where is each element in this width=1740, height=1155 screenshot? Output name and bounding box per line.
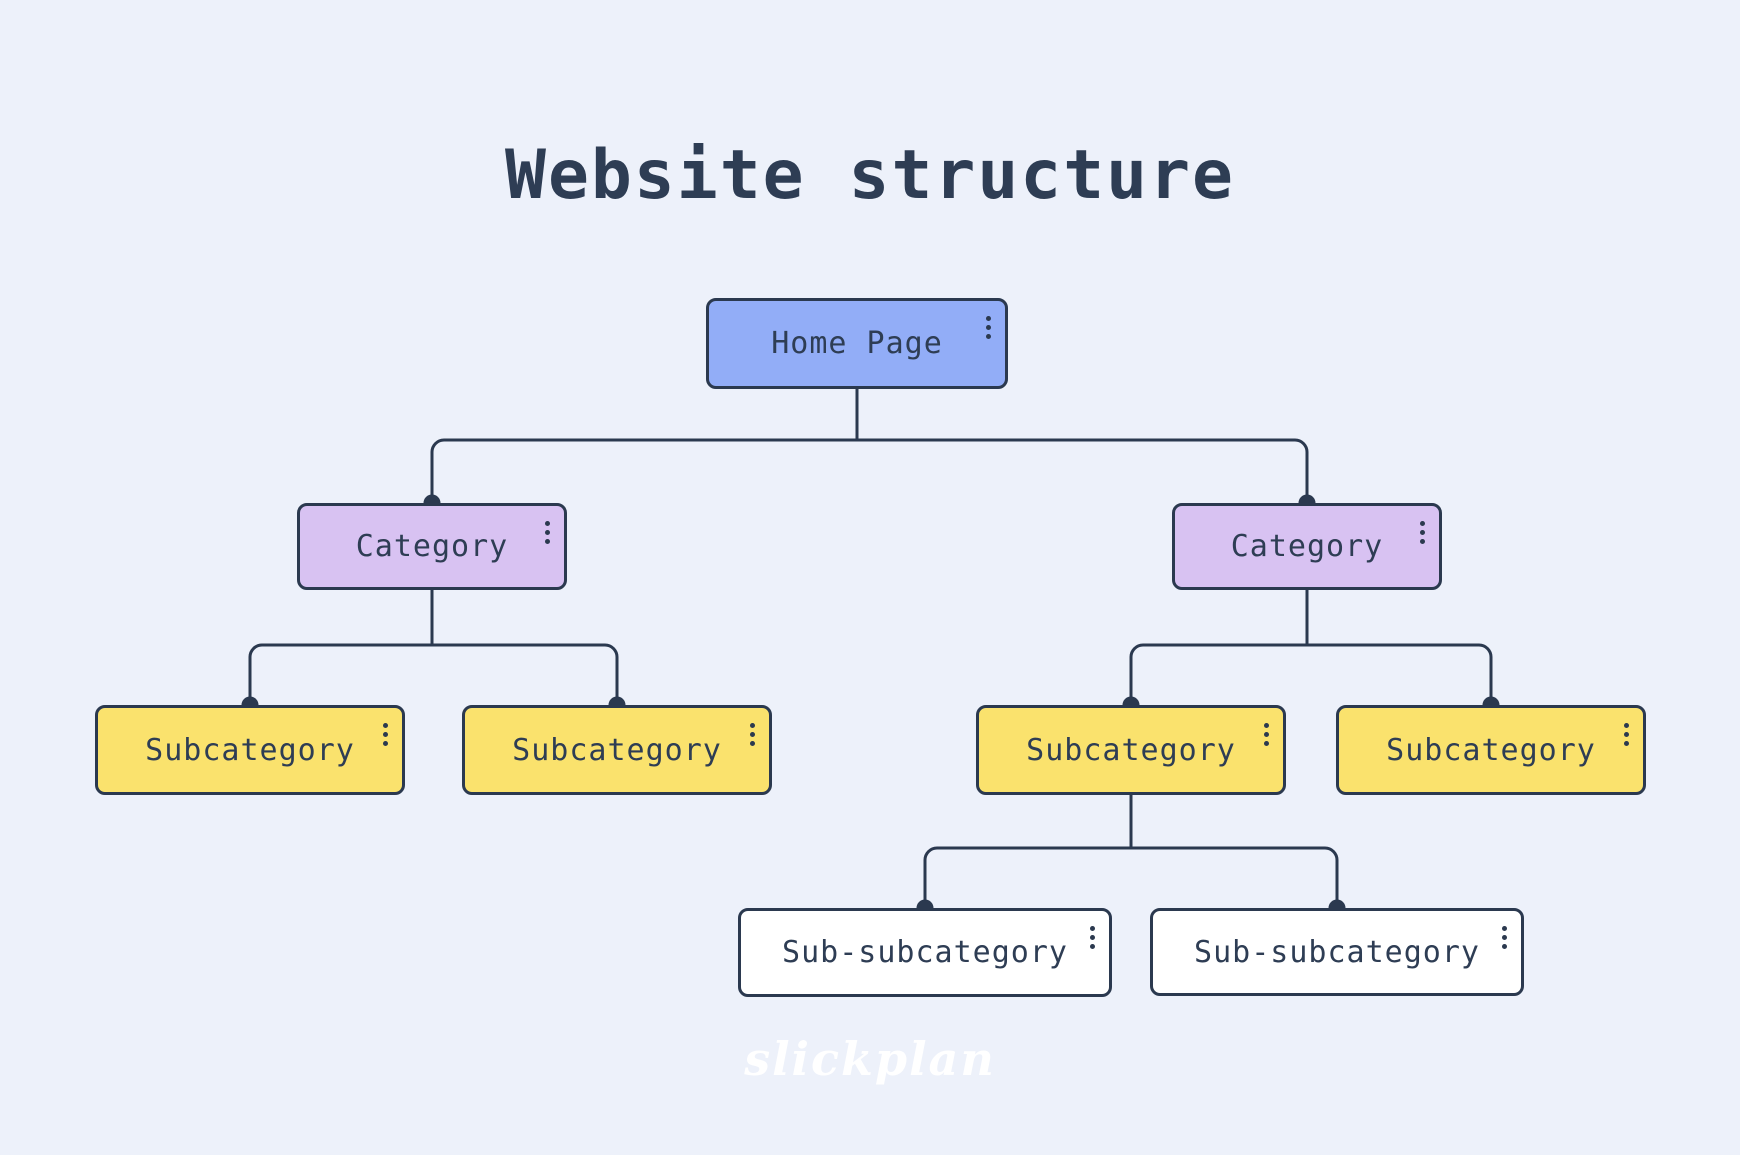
node-subcategory-4[interactable]: Subcategory <box>1336 705 1646 795</box>
more-options-icon[interactable] <box>1622 721 1631 748</box>
node-subcategory-3[interactable]: Subcategory <box>976 705 1286 795</box>
node-home-page[interactable]: Home Page <box>706 298 1008 389</box>
node-label: Sub-subcategory <box>1194 934 1480 970</box>
more-options-icon[interactable] <box>543 519 552 546</box>
node-subcategory-1[interactable]: Subcategory <box>95 705 405 795</box>
node-category-right[interactable]: Category <box>1172 503 1442 590</box>
connector-level-2 <box>248 590 1493 705</box>
node-subcategory-2[interactable]: Subcategory <box>462 705 772 795</box>
node-label: Category <box>355 529 509 564</box>
page-title: Website structure <box>505 135 1235 215</box>
node-category-left[interactable]: Category <box>297 503 567 590</box>
more-options-icon[interactable] <box>1418 519 1427 546</box>
more-options-icon[interactable] <box>748 721 757 748</box>
node-label: Home Page <box>771 326 943 361</box>
node-sub-subcategory-1[interactable]: Sub-subcategory <box>738 908 1112 997</box>
more-options-icon[interactable] <box>1500 924 1509 951</box>
node-label: Subcategory <box>512 732 722 768</box>
more-options-icon[interactable] <box>381 721 390 748</box>
connector-level-3 <box>923 795 1339 908</box>
node-label: Subcategory <box>1386 732 1596 768</box>
node-sub-subcategory-2[interactable]: Sub-subcategory <box>1150 908 1524 996</box>
connector-level-1 <box>430 389 1309 503</box>
more-options-icon[interactable] <box>1088 924 1097 951</box>
slickplan-watermark: slickplan <box>744 1032 996 1086</box>
node-label: Subcategory <box>145 732 355 768</box>
node-label: Subcategory <box>1026 732 1236 768</box>
more-options-icon[interactable] <box>984 314 993 341</box>
more-options-icon[interactable] <box>1262 721 1271 748</box>
node-label: Sub-subcategory <box>782 935 1068 970</box>
node-label: Category <box>1230 529 1384 564</box>
